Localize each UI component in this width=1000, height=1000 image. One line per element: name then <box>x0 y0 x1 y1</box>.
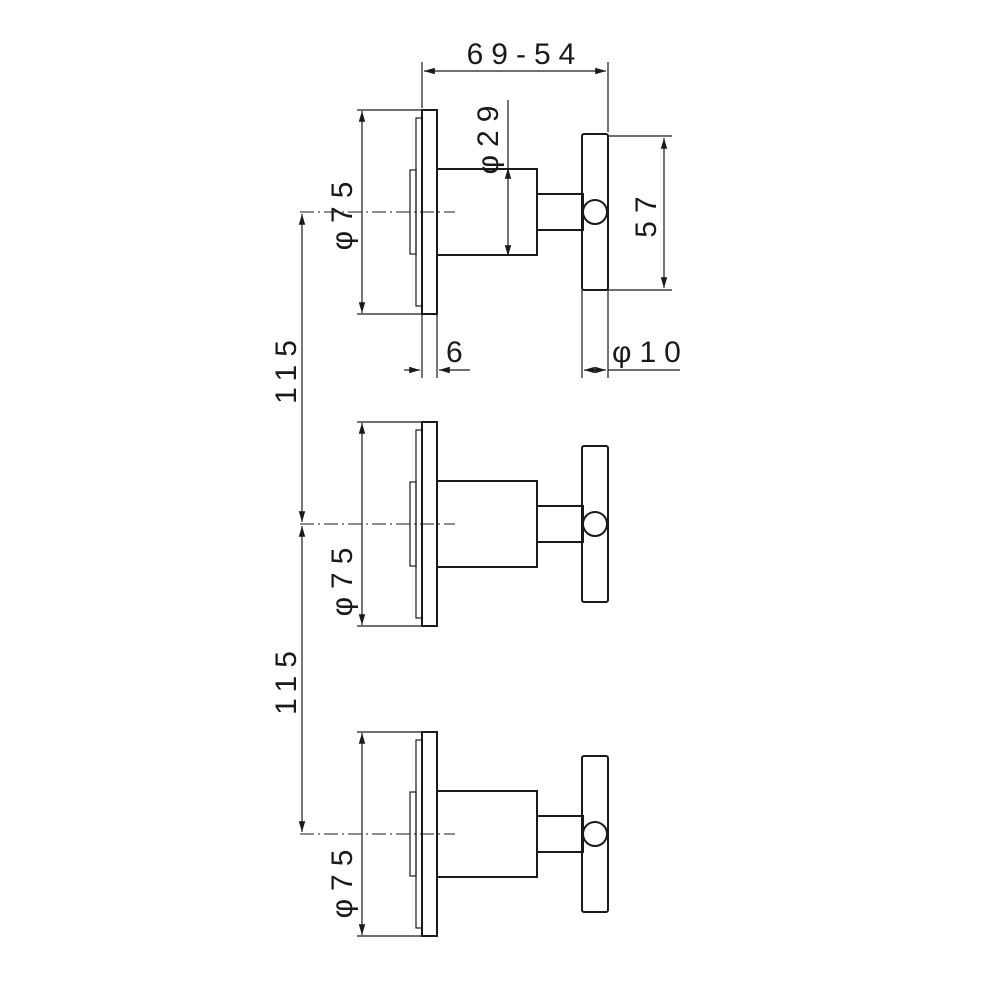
spacing-label-upper: 115 <box>270 332 303 404</box>
handle-length-dimension: 57 <box>608 135 672 291</box>
plate-diameter-label-middle: φ75 <box>326 540 359 617</box>
projection-label: 69-54 <box>467 38 584 71</box>
projection-dimension: 69-54 <box>421 38 609 132</box>
handle-diameter-dimension: φ10 <box>581 290 689 378</box>
plate-diameter-label-bottom: φ75 <box>326 842 359 919</box>
spacing-dimension: 115 115 <box>270 214 306 832</box>
plate-diameter-label-top: φ75 <box>326 174 359 251</box>
stem-diameter-dimension: φ29 <box>472 98 512 256</box>
spacing-label-lower: 115 <box>270 643 303 715</box>
handle-length-label: 57 <box>630 188 663 237</box>
plate-thickness-label: 6 <box>446 336 471 369</box>
stem-diameter-label: φ29 <box>472 98 505 175</box>
handle-diameter-label: φ10 <box>612 336 689 369</box>
plate-thickness-dimension: 6 <box>404 314 471 378</box>
